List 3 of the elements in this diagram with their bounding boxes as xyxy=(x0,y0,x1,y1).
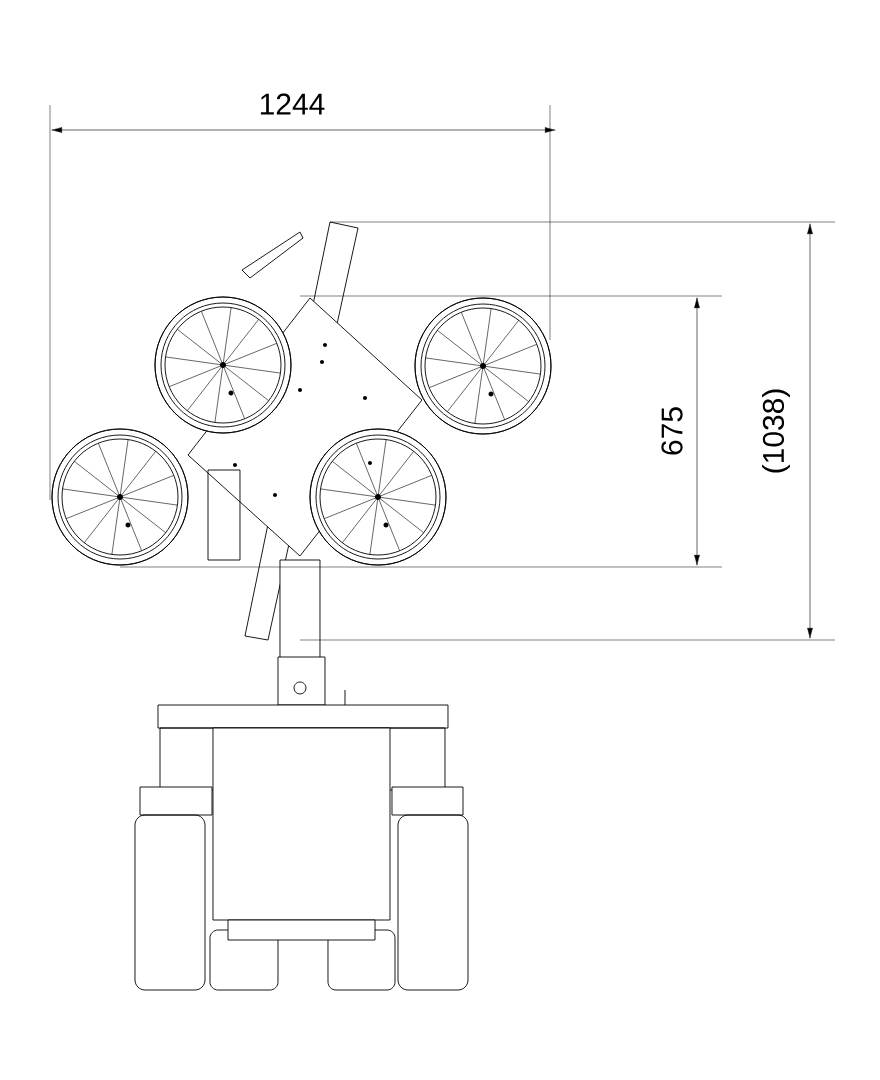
dimension-label: 675 xyxy=(661,407,683,455)
dimension-label: 1244 xyxy=(260,93,325,115)
dimension-label: (1038) xyxy=(762,389,790,473)
